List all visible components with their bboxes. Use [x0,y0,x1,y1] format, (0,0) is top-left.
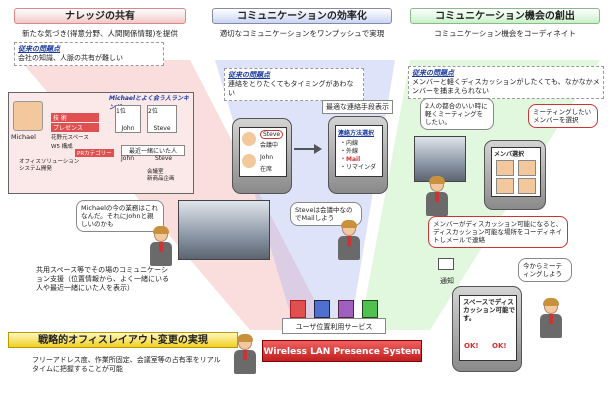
person-icon [234,334,256,374]
pr-label: PRカテゴリー [75,149,114,157]
phone-method[interactable]: 連絡方法選択 ・内線 ・外線 ・Mail ・リマインダ [328,116,388,194]
recent-title: 最近一緒にいた人 [121,145,185,156]
photo-office [178,200,270,260]
subtitle-knowledge: 新たな気づき(得意分野、人間関係情報)を提供 [22,29,178,38]
bubble-opportunity-4: 今からミーティングしよう [518,258,572,282]
notify-screen-text: スペースでディスカッション可能です。 [463,298,515,322]
header-opportunity: コミュニケーション機会の創出 [410,8,600,24]
header-communication: コミュニケーションの効率化 [212,8,392,24]
rank1-name: John [121,125,135,132]
note-opportunity: 従来の問題点 メンバーと軽くディスカッションがしたくても、なかなかメンバーを捕ま… [408,66,604,99]
method-item-extension[interactable]: ・内線 [340,140,359,147]
note-label: 従来の問題点 [228,71,270,79]
ok-button-1[interactable]: OK! [464,342,479,350]
method-list: ・内線 ・外線 ・Mail ・リマインダ [340,140,376,172]
note-text: 連絡をとりたくてもタイミングがあわない [228,80,354,97]
profile-rows: 技 術 プレゼンス 花野元スペース W5 構成 [51,113,99,150]
bubble-opportunity-3: メンバーがディスカッション可能になると、ディスカッション可能な場所をコーディネイ… [428,216,568,248]
member-select-label: メンバ選択 [494,151,525,158]
phone-label-steve[interactable]: Steve [260,130,284,139]
rank2-label: 2位 [148,108,158,115]
block-red [290,300,306,318]
arrow-head-icon [314,144,322,154]
note-communication: 従来の問題点 連絡をとりたくてもタイミングがあわない [224,68,364,101]
method-title: 連絡方法選択 [338,130,375,137]
note-knowledge: 従来の問題点 会社の知識、人脈の共有が難しい [14,42,164,66]
member-avatar-icon[interactable] [496,178,514,194]
phone-notify-screen: スペースでディスカッション可能です。 OK! OK! [459,295,517,361]
note-text: 会社の知識、人脈の共有が難しい [18,54,123,62]
recent-name-1[interactable]: John [121,155,135,162]
phone-label-john[interactable]: John [260,154,274,161]
right-row: 新商品企画 [147,176,175,182]
phone-method-screen: 連絡方法選択 ・内線 ・外線 ・Mail ・リマインダ [335,125,383,177]
bubble-opportunity-1: 2人の都合のいい時に軽くミーティングをしたい。 [420,98,494,130]
rank2-name: Steve [153,125,171,132]
phone-label-present: 在席 [260,166,273,173]
notify-label: 通知 [440,277,454,285]
steve-avatar-icon [242,132,256,146]
ok-button-2[interactable]: OK! [492,342,507,350]
person-icon [540,298,562,338]
office-caption: 共用スペース等でその場のコミュニケーション支援（位置情報から、よく一緒にいる人や… [36,266,169,292]
method-item-mail[interactable]: ・Mail [340,156,361,163]
phone-screen: Steve 会議中 John 在席 [239,127,287,177]
photo-meeting [414,136,466,182]
profile-line: システム開発 [19,166,52,172]
member-avatar-icon[interactable] [518,160,536,176]
header-knowledge: ナレッジの共有 [14,8,186,24]
note-label: 従来の問題点 [412,69,454,77]
person-icon [426,176,448,216]
person-icon [150,226,172,266]
service-label: ユーザ位置利用サービス [282,318,386,334]
subtitle-communication: 適切なコミュニケーションをワンプッシュで実現 [219,29,385,38]
block-blue [314,300,330,318]
block-green [362,300,378,318]
method-item-external[interactable]: ・外線 [340,148,359,155]
profile-row: 技 術 [51,113,99,122]
strategic-desc: フリーアドレス度、作業所固定、会議室等の占有率をリアルタイムに把握することが可能 [32,356,221,373]
bubble-opportunity-2: ミーティングしたいメンバーを選択 [528,104,598,128]
phone-opportunity[interactable]: メンバ選択 [484,140,546,210]
subtitle-opportunity: コミュニケーション機会をコーディネイト [434,29,576,38]
profile-avatar [13,101,43,131]
rank1-label: 1位 [116,108,126,115]
knowledge-panel: Michael 技 術 プレゼンス 花野元スペース W5 構成 オフィスソリュー… [8,92,194,194]
note-label: 従来の問題点 [18,45,60,53]
method-item-reminder[interactable]: ・リマインダ [340,164,377,171]
block-purple [338,300,354,318]
strategic-title: 戦略的オフィスレイアウト変更の実現 [8,332,238,348]
rank1-card[interactable]: 1位 John [115,105,141,133]
profile-row: 花野元スペース [51,135,89,141]
note-text: メンバーと軽くディスカッションがしたくても、なかなかメンバーを捕まえられない [412,78,600,95]
rank2-card[interactable]: 2位 Steve [147,105,177,133]
best-means-label: 最適な連絡手段表示 [322,100,393,114]
member-avatar-icon[interactable] [518,178,536,194]
phone-communication[interactable]: Steve 会議中 John 在席 [232,118,292,194]
phone-notify[interactable]: スペースでディスカッション可能です。 OK! OK! [452,286,522,372]
john-avatar-icon [242,154,256,168]
profile-line: オフィスソリューション [19,159,80,165]
profile-row: W5 構成 [51,144,73,150]
member-avatar-icon[interactable] [496,160,514,176]
profile-name: Michael [11,133,36,141]
profile-row: プレゼンス [51,123,99,132]
person-icon [338,220,360,260]
bubble-office: Michaelの今の業務はこれなんだ。それにJohnと親しいのかも [76,200,164,232]
rows-right: 会議室 新商品企画 [147,169,175,183]
arrow-line [294,148,314,150]
phone-opportunity-screen: メンバ選択 [491,147,541,197]
profile-lines: オフィスソリューション システム開発 [19,159,119,173]
system-label: Wireless LAN Presence System [262,340,422,362]
recent-name-2[interactable]: Steve [155,155,173,162]
right-row: 会議室 [147,169,164,175]
mail-icon [438,258,454,270]
phone-label-meeting: 会議中 [260,142,279,149]
